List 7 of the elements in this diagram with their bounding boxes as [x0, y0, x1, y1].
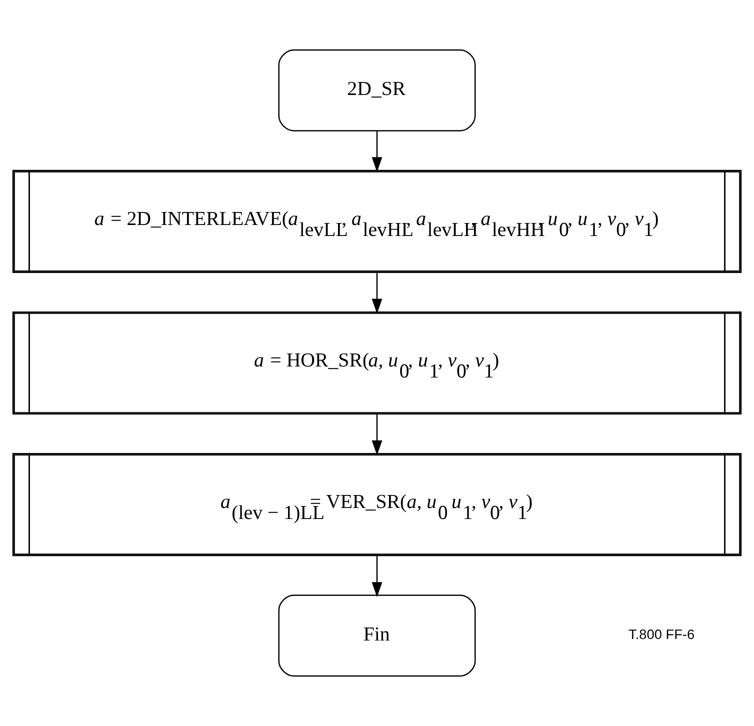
node-box: Fin [278, 594, 476, 677]
arrow [372, 130, 382, 172]
label: T.800 FF-6 [628, 627, 695, 642]
node-box: 2D_SR [278, 49, 476, 132]
arrow [372, 272, 382, 314]
arrow [372, 414, 382, 456]
arrow [372, 556, 382, 598]
